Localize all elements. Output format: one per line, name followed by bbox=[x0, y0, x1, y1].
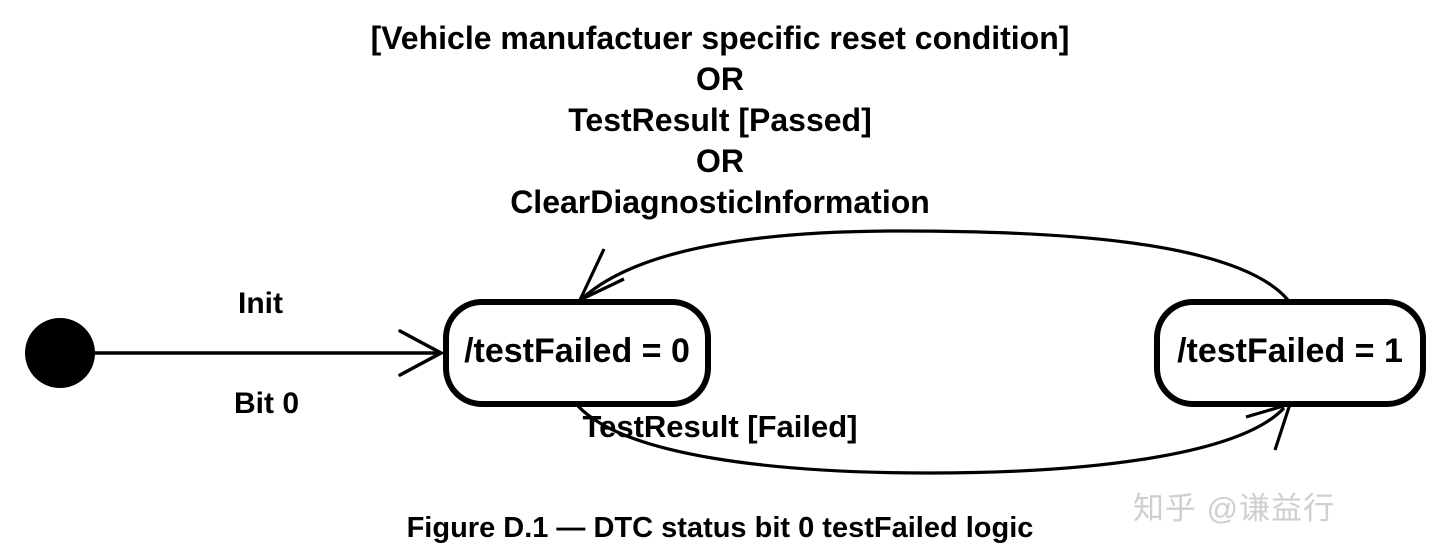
fail-transition-curve bbox=[576, 404, 1286, 475]
fail-transition-label: TestResult [Failed] bbox=[582, 409, 858, 444]
reset-transition-arrowhead bbox=[576, 248, 625, 304]
state-label-testfailed-1: /testFailed = 1 bbox=[1177, 332, 1403, 370]
guard-line-2: OR bbox=[696, 61, 744, 97]
figure-caption: Figure D.1 — DTC status bit 0 testFailed… bbox=[406, 512, 1034, 544]
reset-transition-curve bbox=[582, 229, 1290, 302]
guard-line-4: OR bbox=[696, 143, 744, 179]
guard-line-5: ClearDiagnosticInformation bbox=[510, 184, 930, 220]
initial-state-dot bbox=[25, 318, 95, 388]
init-transition-label-below: Bit 0 bbox=[234, 387, 300, 420]
init-transition-arrowhead bbox=[398, 329, 445, 377]
fail-transition-arrowhead bbox=[1245, 401, 1293, 451]
state-label-testfailed-0: /testFailed = 0 bbox=[464, 332, 690, 370]
state-box-testfailed-0[interactable] bbox=[443, 299, 711, 407]
init-transition-label-above: Init bbox=[238, 287, 283, 320]
reset-transition-label: [Vehicle manufactuer specific reset cond… bbox=[0, 18, 1440, 223]
guard-line-1: [Vehicle manufactuer specific reset cond… bbox=[370, 20, 1070, 56]
watermark: 知乎 @谦益行 bbox=[1133, 491, 1336, 526]
guard-line-3: TestResult [Passed] bbox=[568, 102, 872, 138]
